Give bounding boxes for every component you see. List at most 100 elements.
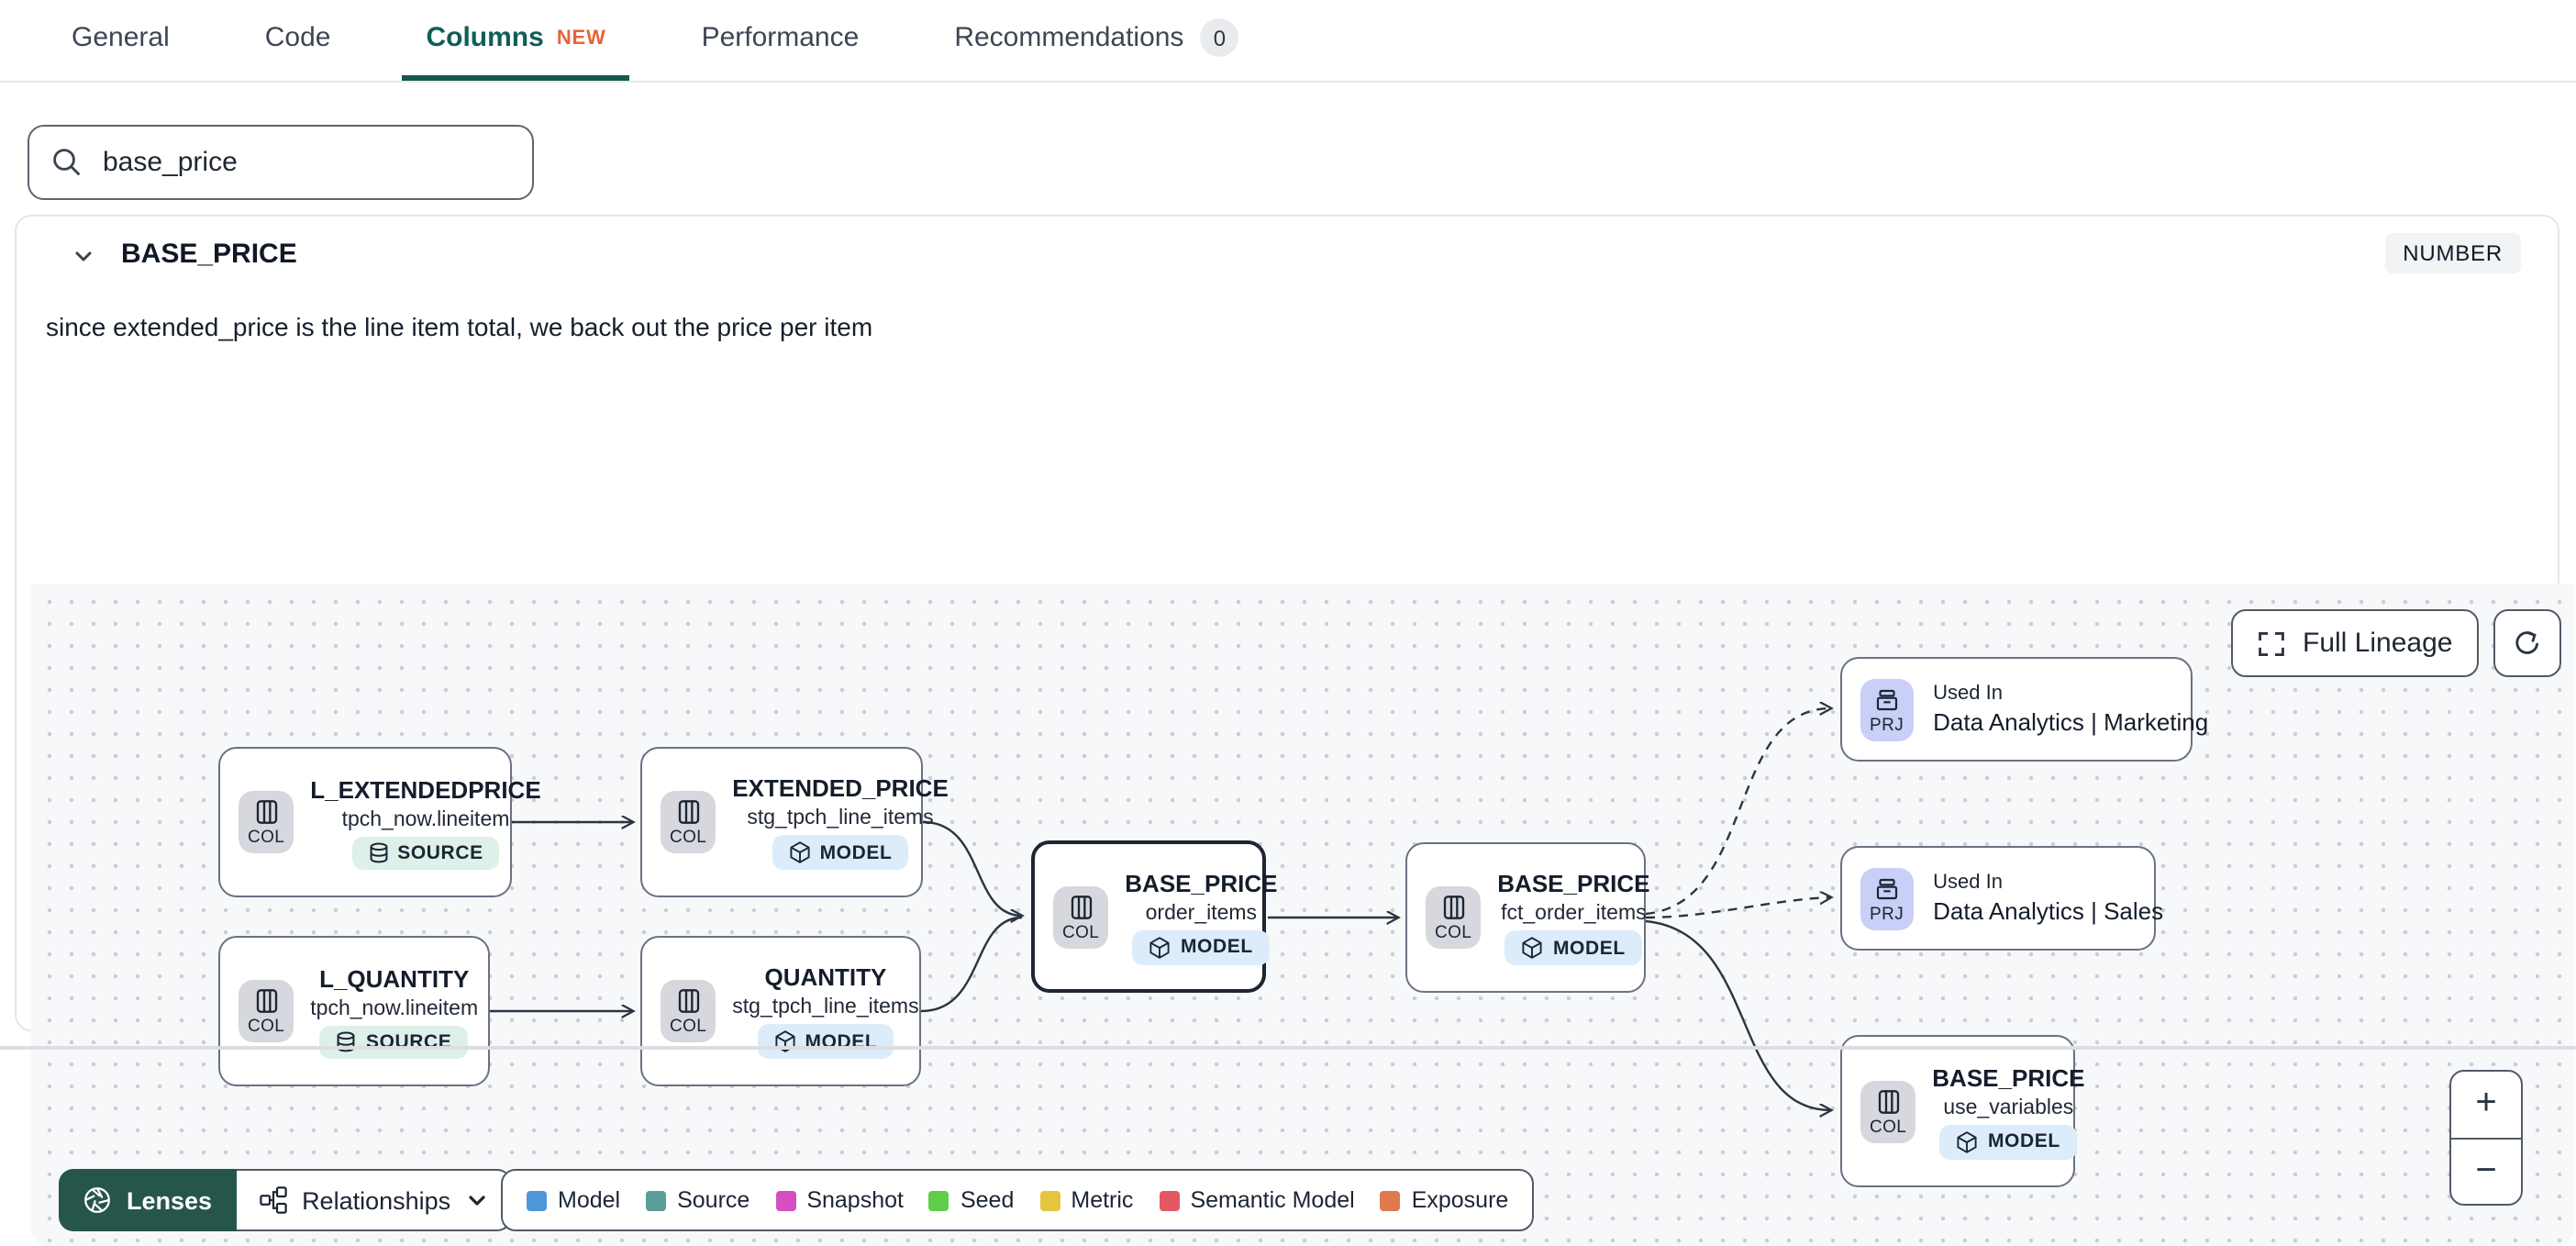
full-lineage-button[interactable]: Full Lineage [2231, 609, 2479, 677]
node-title: EXTENDED_PRICE [732, 774, 949, 802]
tab-label: Columns [426, 22, 544, 53]
zoom-in-button[interactable]: + [2451, 1072, 2521, 1139]
archive-icon [1876, 688, 1897, 710]
legend-swatch [1159, 1190, 1180, 1210]
resource-badge: MODEL [772, 835, 909, 870]
chevron-down-icon[interactable] [72, 244, 95, 268]
legend-item-metric: Metric [1039, 1187, 1133, 1213]
legend-swatch [775, 1190, 796, 1210]
page-bottom-divider [0, 1046, 2576, 1049]
lineage-node-base-price-order-items[interactable]: COL BASE_PRICE order_items MODEL [1031, 840, 1277, 993]
edge-quantity-baseprice [920, 916, 1023, 1013]
node-subtitle: tpch_now.lineitem [310, 997, 479, 1019]
search-icon [53, 149, 81, 176]
lineage-node-used-in-marketing[interactable]: PRJ Used In Data Analytics | Marketing [1840, 657, 2208, 762]
node-title: BASE_PRICE [1497, 870, 1650, 897]
edge-fct-usevariables [1645, 919, 1831, 1110]
column-chip: COL [1860, 1080, 1916, 1142]
column-chip: COL [239, 980, 294, 1042]
column-description: since extended_price is the line item to… [46, 312, 873, 341]
expand-icon [2259, 631, 2284, 655]
column-search-input[interactable]: base_price [28, 125, 534, 200]
column-chip: COL [1053, 885, 1109, 948]
columns-icon [677, 989, 699, 1013]
lineage-node-extended-price[interactable]: COL EXTENDED_PRICE stg_tpch_line_items M… [640, 747, 949, 897]
resource-badge: MODEL [1939, 1124, 2077, 1159]
tab-performance[interactable]: Performance [678, 0, 883, 81]
column-chip: COL [661, 980, 716, 1042]
node-title: QUANTITY [764, 963, 887, 991]
minus-icon: − [2475, 1150, 2497, 1191]
legend-item-exposure: Exposure [1380, 1187, 1508, 1213]
lenses-control-group: Lenses Relationships [59, 1169, 512, 1231]
node-title: BASE_PRICE [1932, 1063, 2085, 1091]
refresh-button[interactable] [2493, 609, 2561, 677]
resource-badge: SOURCE [351, 836, 500, 869]
refresh-icon [2515, 631, 2538, 654]
lenses-button[interactable]: Lenses [59, 1169, 237, 1231]
legend-item-semantic-model: Semantic Model [1159, 1187, 1355, 1213]
legend-item-source: Source [646, 1187, 749, 1213]
cube-icon [1523, 937, 1543, 959]
used-in-label: Used In [1933, 872, 2003, 894]
legend-swatch [1039, 1190, 1060, 1210]
resource-badge: MODEL [1505, 930, 1642, 965]
lineage-node-base-price-fct-order-items[interactable]: COL BASE_PRICE fct_order_items MODEL [1405, 842, 1650, 993]
tab-code[interactable]: Code [241, 0, 355, 81]
column-chip: COL [661, 791, 716, 853]
tab-recommendations[interactable]: Recommendations 0 [930, 0, 1262, 81]
edge-extendedprice-baseprice [922, 820, 1022, 916]
legend-item-snapshot: Snapshot [775, 1187, 904, 1213]
cube-icon [790, 841, 810, 863]
cube-icon [774, 1030, 795, 1052]
tab-columns[interactable]: Columns NEW [402, 0, 630, 81]
lineage-node-used-in-sales[interactable]: PRJ Used In Data Analytics | Sales [1840, 846, 2163, 951]
tab-general[interactable]: General [48, 0, 194, 81]
lineage-node-base-price-use-variables[interactable]: COL BASE_PRICE use_variables MODEL [1840, 1035, 2084, 1187]
edge-fct-sales [1645, 897, 1831, 919]
node-subtitle: tpch_now.lineitem [341, 808, 510, 830]
relationships-dropdown[interactable]: Relationships [236, 1169, 512, 1231]
new-badge: NEW [556, 27, 606, 49]
lineage-node-l-extendedprice[interactable]: COL L_EXTENDEDPRICE tpch_now.lineitem SO… [218, 747, 541, 897]
recommendations-count-badge: 0 [1200, 18, 1239, 57]
cube-icon [1150, 936, 1171, 958]
zoom-out-button[interactable]: − [2451, 1139, 2521, 1204]
columns-icon [1070, 895, 1092, 918]
project-chip: PRJ [1860, 867, 1914, 929]
node-subtitle: stg_tpch_line_items [747, 807, 934, 829]
node-title: L_EXTENDEDPRICE [310, 775, 541, 803]
columns-icon [1877, 1089, 1899, 1113]
search-value: base_price [103, 147, 238, 178]
column-name: BASE_PRICE [121, 239, 297, 270]
column-type-badge: NUMBER [2384, 233, 2521, 273]
relationships-icon [259, 1186, 286, 1214]
aperture-icon [84, 1187, 110, 1213]
resource-badge: MODEL [757, 1024, 894, 1059]
archive-icon [1876, 877, 1897, 899]
lineage-node-l-quantity[interactable]: COL L_QUANTITY tpch_now.lineitem SOURCE [218, 936, 490, 1086]
lineage-canvas[interactable]: COL L_EXTENDEDPRICE tpch_now.lineitem SO… [31, 584, 2574, 1246]
columns-icon [1442, 896, 1464, 919]
used-in-label: Used In [1933, 683, 2003, 705]
zoom-controls: + − [2449, 1070, 2523, 1206]
database-icon [338, 1030, 356, 1051]
resource-badge: MODEL [1132, 929, 1270, 964]
tab-label: Performance [701, 22, 860, 53]
plus-icon: + [2475, 1083, 2497, 1124]
column-header: BASE_PRICE NUMBER since extended_price i… [17, 217, 2558, 369]
legend-item-model: Model [527, 1187, 620, 1213]
tab-label: Recommendations [954, 22, 1184, 53]
project-chip: PRJ [1860, 678, 1914, 740]
cube-icon [1958, 1130, 1978, 1152]
database-icon [369, 841, 387, 862]
legend-swatch [928, 1190, 949, 1210]
lineage-node-quantity[interactable]: COL QUANTITY stg_tpch_line_items MODEL [640, 936, 921, 1086]
legend-swatch [1380, 1190, 1401, 1210]
resource-badge: SOURCE [319, 1025, 469, 1058]
column-chip: COL [1426, 886, 1482, 949]
node-title: BASE_PRICE [1125, 869, 1278, 896]
node-title: L_QUANTITY [319, 964, 470, 992]
chevron-down-icon [468, 1196, 484, 1206]
